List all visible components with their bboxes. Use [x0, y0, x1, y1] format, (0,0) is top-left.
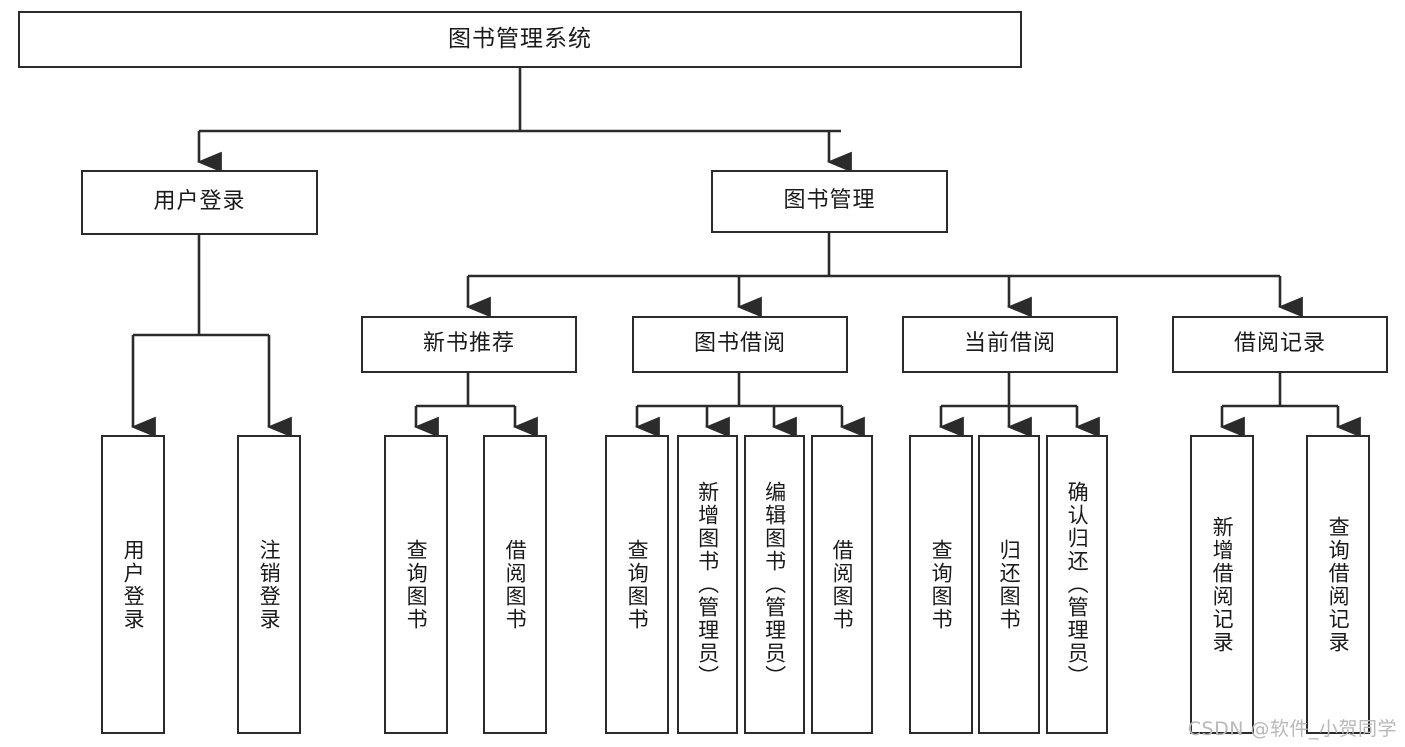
- node-leaf-add-book[interactable]: 新增图书（管理员）: [677, 435, 738, 734]
- node-label: 查询图书: [929, 538, 954, 631]
- node-label: 借阅图书: [503, 538, 528, 631]
- node-leaf-query-record[interactable]: 查询借阅记录: [1306, 435, 1370, 734]
- node-book-borrow[interactable]: 图书借阅: [632, 316, 848, 373]
- node-label: 图书管理: [783, 188, 876, 214]
- node-label: 新增图书（管理员）: [695, 481, 720, 688]
- node-label: 借阅图书: [830, 538, 855, 631]
- node-leaf-user-logout[interactable]: 注销登录: [237, 435, 301, 734]
- node-new-book-recommend[interactable]: 新书推荐: [361, 316, 577, 373]
- node-book-management[interactable]: 图书管理: [711, 170, 948, 233]
- node-label: 当前借阅: [963, 331, 1056, 357]
- node-user-login[interactable]: 用户登录: [81, 170, 318, 235]
- node-leaf-user-login[interactable]: 用户登录: [101, 435, 165, 734]
- node-leaf-confirm-return[interactable]: 确认归还（管理员）: [1046, 435, 1108, 734]
- node-leaf-return-book[interactable]: 归还图书: [978, 435, 1040, 734]
- node-current-borrow[interactable]: 当前借阅: [902, 316, 1118, 373]
- node-borrow-record[interactable]: 借阅记录: [1172, 316, 1388, 373]
- node-label: 用户登录: [153, 189, 246, 215]
- node-leaf-query-book-1[interactable]: 查询图书: [384, 435, 448, 734]
- node-label: 确认归还（管理员）: [1065, 481, 1090, 688]
- node-label: 图书管理系统: [448, 25, 592, 52]
- node-label: 查询图书: [625, 538, 650, 631]
- node-leaf-borrow-book-1[interactable]: 借阅图书: [483, 435, 547, 734]
- node-leaf-query-book-3[interactable]: 查询图书: [909, 435, 973, 734]
- node-leaf-edit-book[interactable]: 编辑图书（管理员）: [744, 435, 805, 734]
- csdn-watermark: CSDN @软件_小贺同学: [1187, 718, 1397, 740]
- node-label: 用户登录: [121, 538, 146, 631]
- node-label: 归还图书: [997, 538, 1022, 631]
- node-label: 图书借阅: [693, 331, 786, 357]
- node-label: 编辑图书（管理员）: [762, 481, 787, 688]
- node-label: 注销登录: [257, 538, 282, 631]
- node-label: 新增借阅记录: [1210, 515, 1235, 654]
- node-book-management-system[interactable]: 图书管理系统: [18, 11, 1022, 68]
- node-label: 新书推荐: [422, 331, 515, 357]
- node-label: 借阅记录: [1233, 331, 1326, 357]
- node-label: 查询借阅记录: [1326, 515, 1351, 654]
- node-leaf-query-book-2[interactable]: 查询图书: [605, 435, 669, 734]
- node-leaf-add-record[interactable]: 新增借阅记录: [1190, 435, 1254, 734]
- node-leaf-borrow-book-2[interactable]: 借阅图书: [811, 435, 873, 734]
- node-label: 查询图书: [404, 538, 429, 631]
